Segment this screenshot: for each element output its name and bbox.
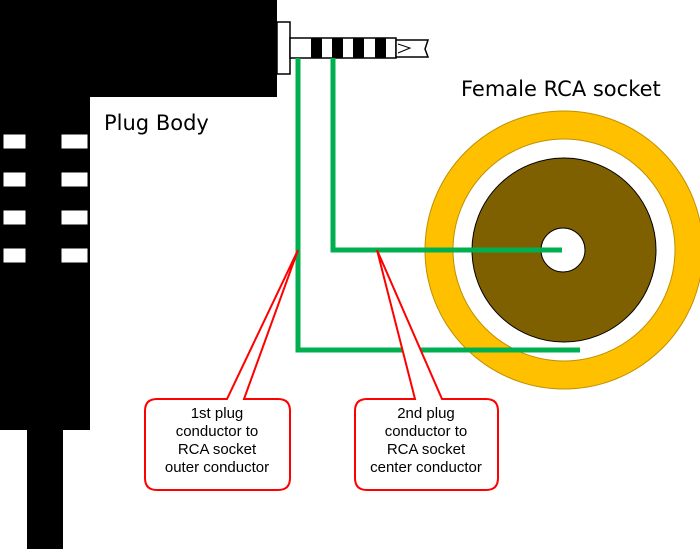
rca-socket (424, 110, 700, 390)
plug-body (0, 0, 277, 549)
callout-line: RCA socket (177, 441, 257, 458)
plug-tip (276, 21, 430, 75)
callout-line: 1st plug (190, 405, 244, 422)
callout-2 (354, 249, 499, 491)
callout-line: outer conductor (164, 459, 270, 476)
callout-line: RCA socket (386, 441, 466, 458)
callout-2-text: 2nd plug conductor to RCA socket center … (354, 405, 498, 477)
wires (295, 58, 580, 353)
grip-slot (2, 171, 27, 188)
grip-slot (2, 209, 27, 226)
grip-slot (60, 209, 89, 226)
callout-line: conductor to (384, 423, 468, 440)
grip-slot (2, 247, 27, 264)
grip-slot (60, 247, 89, 264)
callout-1 (144, 249, 299, 491)
plug-body-label: Plug Body (104, 111, 209, 135)
grip-slot (60, 133, 89, 150)
tip-ring (332, 38, 343, 58)
callout-1-text: 1st plug conductor to RCA socket outer c… (142, 405, 292, 477)
tip-ring (311, 38, 322, 58)
rca-socket-label: Female RCA socket (461, 77, 661, 101)
callout-line: center conductor (370, 459, 482, 476)
wire-center-conductor (330, 58, 562, 253)
tip-ring (353, 38, 364, 58)
callout-line: conductor to (175, 423, 259, 440)
tip-ring (375, 38, 386, 58)
grip-slot (60, 171, 89, 188)
callout-line: 2nd plug (397, 405, 455, 422)
wire-outer-conductor (295, 58, 580, 353)
grip-slot (2, 133, 27, 150)
